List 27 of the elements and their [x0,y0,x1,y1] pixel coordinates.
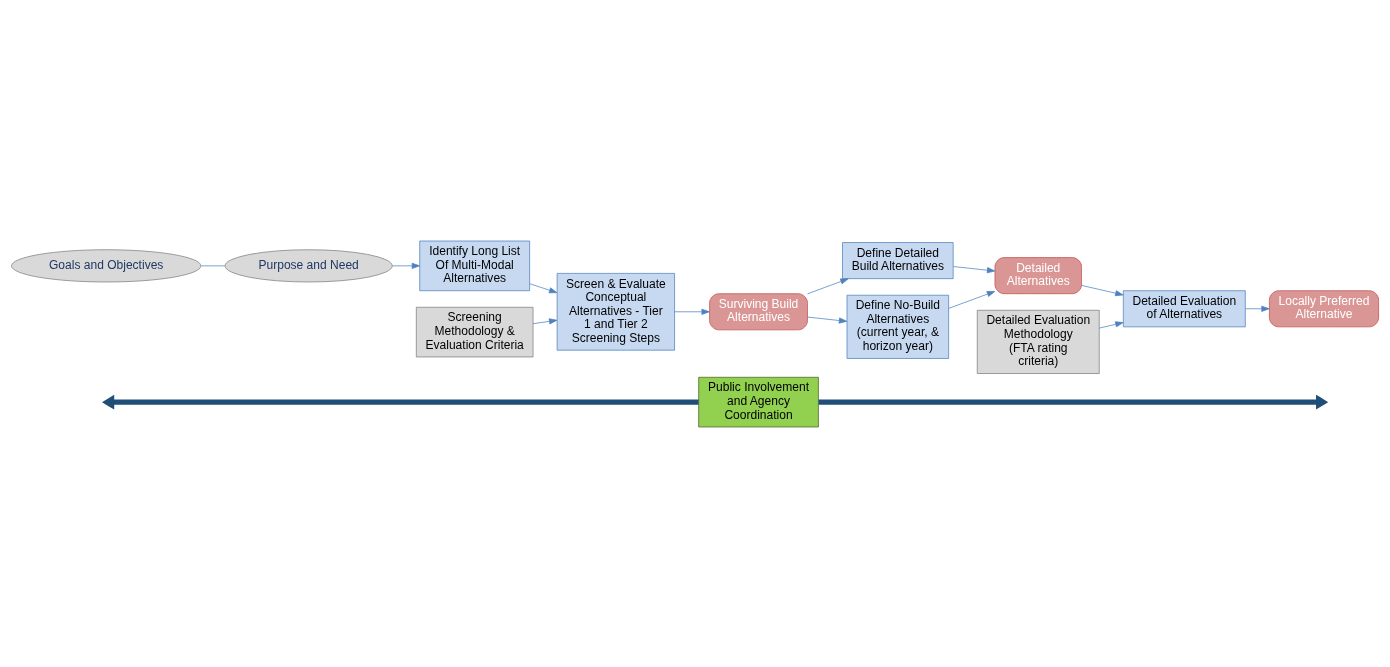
node-box: Detailed Evaluation of Alternatives [1122,289,1246,327]
arrow [807,277,849,294]
node-box: Surviving Build Alternatives [709,292,808,330]
node-box: Detailed Evaluation Methodology (FTA rating criteria) [976,309,1100,374]
node-box: Screen & Evaluate Conceptual Alternatives - Tier 1 and Tier 2 Screening Steps [556,272,675,351]
node-box: Define Detailed Build Alternatives [842,241,954,279]
arrow [818,394,1329,410]
node-ellipse: Goals and Objectives [11,248,202,282]
arrow [102,394,699,410]
node-ellipse: Purpose and Need [224,248,393,282]
node-box: Identify Long List Of Multi-Modal Alternatives [419,240,530,291]
arrow [1081,284,1124,296]
connector [200,265,226,266]
arrow [392,262,421,269]
node-box: Locally Preferred Alternative [1269,289,1379,327]
arrow [1098,320,1124,328]
arrow [952,265,996,273]
arrow [532,317,558,324]
arrow [1245,305,1270,312]
arrow [948,290,996,309]
node-box: Define No-Build Alternatives (current year, & horizon year) [846,294,950,359]
node-box: Screening Methodology & Evaluation Criteria [415,306,534,357]
arrow [674,308,710,315]
arrow [807,316,848,324]
arrow [529,282,558,293]
node-box: Public Involvement and Agency Coordination [698,376,819,427]
node-box: Detailed Alternatives [994,256,1082,294]
